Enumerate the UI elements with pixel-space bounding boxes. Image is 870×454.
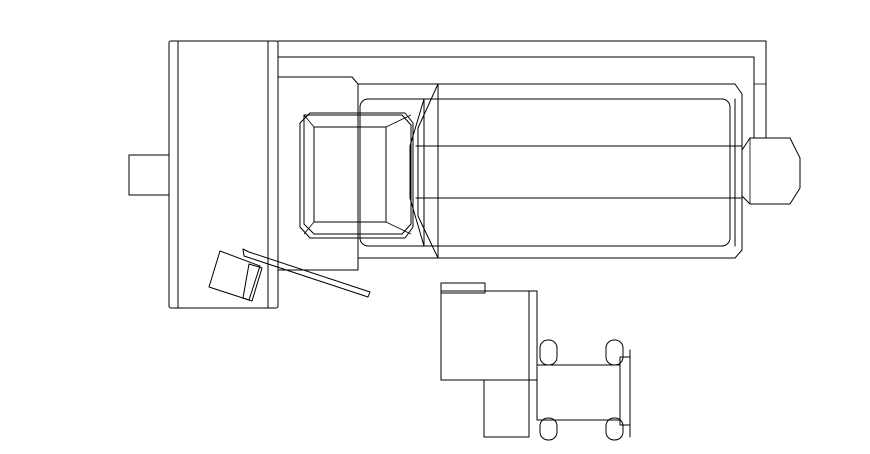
swing-arm: [242, 248, 371, 298]
wheel-top-right: [605, 339, 624, 366]
wheel-top-left: [539, 339, 558, 366]
control-panel: [277, 76, 359, 271]
seat-cushion: [299, 112, 414, 239]
wheels: [539, 339, 624, 441]
wheel-bottom-right: [605, 417, 624, 441]
end-cap: [741, 137, 801, 205]
machine-base-frame: [277, 40, 767, 139]
swing-arm-block: [208, 250, 263, 302]
main-drum-cylinder: [357, 83, 743, 259]
axle-assembly: [536, 349, 631, 438]
auxiliary-cabinet: [440, 282, 538, 438]
drive-shaft: [128, 154, 170, 196]
wheel-bottom-left: [539, 417, 558, 441]
